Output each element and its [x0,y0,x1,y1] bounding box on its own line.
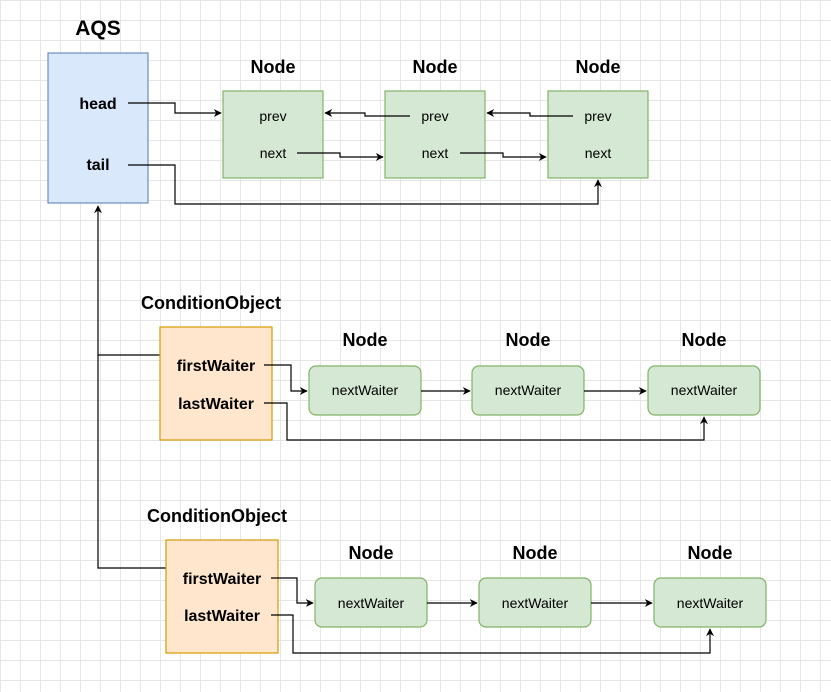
sync-node-3-prev: prev [584,108,611,124]
condition1-node-2-label: nextWaiter [495,382,562,398]
sync-node-1-next: next [260,145,287,161]
edge-node2-next-to-node3 [460,152,547,161]
sync-node-1-prev: prev [259,108,286,124]
sync-node-2-next: next [422,145,449,161]
condition2-node-1-label: nextWaiter [338,595,405,611]
condition1-node-1-label: nextWaiter [332,382,399,398]
condition1-last-waiter: lastWaiter [178,396,254,413]
condition1-node-3[interactable] [647,365,761,416]
edge-condition1-first-to-node1 [264,364,308,395]
edge-node1-next-to-node2 [297,152,384,161]
sync-node-3-title: Node [576,57,621,77]
condition2-last-waiter: lastWaiter [184,608,260,625]
condition2-title: ConditionObject [147,506,287,526]
sync-node-1[interactable] [222,90,324,179]
edge-tail-to-node3 [128,164,602,205]
edge-condition2-first-to-node1 [271,577,314,607]
condition1-first-waiter: firstWaiter [177,358,256,375]
condition1-node-3-title: Node [682,330,727,350]
edge-condition1-to-aqs [94,205,160,356]
edge-condition2-to-aqs [97,355,166,569]
edge-head-to-node1 [128,102,222,117]
sync-node-3-next: next [585,145,612,161]
condition1-node-2-title: Node [506,330,551,350]
edge-node2-prev-to-node1 [324,109,410,117]
sync-node-3[interactable] [547,90,649,179]
condition2-first-waiter: firstWaiter [183,571,262,588]
edge-condition2-last-to-node3 [271,614,714,654]
condition2-node-2-title: Node [513,543,558,563]
aqs-head-field: head [79,96,116,113]
sync-node-2-prev: prev [421,108,448,124]
condition1-node-1-title: Node [343,330,388,350]
condition1-node-3-label: nextWaiter [671,382,738,398]
condition2-node-3[interactable] [653,577,767,628]
condition1-box[interactable] [159,326,273,441]
sync-node-2[interactable] [384,90,486,179]
aqs-title: AQS [75,17,121,40]
condition2-node-3-title: Node [688,543,733,563]
edge-condition1-last-to-node3 [264,402,708,441]
sync-node-1-title: Node [251,57,296,77]
aqs-box[interactable] [47,52,149,204]
condition2-node-2-label: nextWaiter [502,595,569,611]
condition2-node-1-title: Node [349,543,394,563]
condition1-title: ConditionObject [141,293,281,313]
aqs-tail-field: tail [86,157,109,174]
condition2-node-3-label: nextWaiter [677,595,744,611]
sync-node-2-title: Node [413,57,458,77]
edge-node3-prev-to-node2 [486,109,573,117]
condition2-box[interactable] [165,539,279,654]
